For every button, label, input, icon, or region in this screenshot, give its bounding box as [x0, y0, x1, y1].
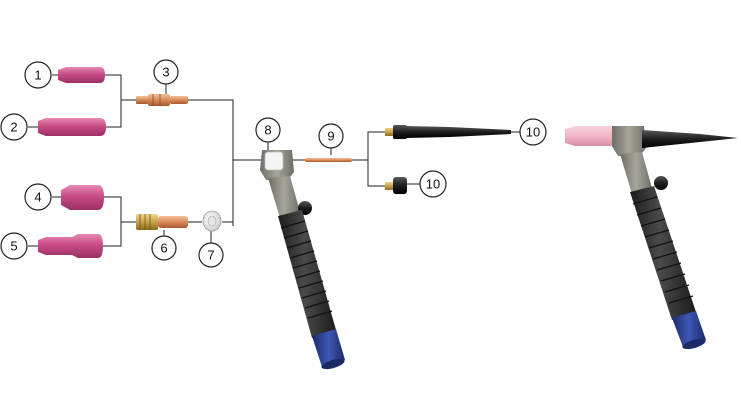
callout-8: 8: [255, 117, 281, 143]
svg-text:7: 7: [207, 248, 214, 263]
callout-6: 6: [151, 235, 177, 261]
svg-text:10: 10: [426, 177, 440, 192]
callout-5: 5: [0, 232, 28, 260]
svg-text:8: 8: [264, 123, 271, 138]
connector-lines: [28, 74, 521, 247]
callout-7: 7: [198, 242, 224, 268]
callout-9: 9: [318, 123, 344, 149]
electrode-part-9: [305, 158, 352, 162]
callout-10-long-cap: 10: [519, 118, 547, 146]
svg-text:4: 4: [34, 190, 41, 205]
callout-3: 3: [153, 59, 179, 85]
svg-text:3: 3: [162, 65, 169, 80]
short-back-cap-part-10: [385, 177, 407, 194]
svg-text:1: 1: [34, 68, 41, 83]
svg-text:5: 5: [10, 239, 17, 254]
nozzle-part-4: [61, 185, 104, 210]
nozzle-part-5: [38, 234, 103, 258]
svg-text:2: 2: [10, 120, 17, 135]
insulator-part-7: [202, 210, 222, 232]
nozzle-part-2: [38, 118, 106, 136]
callout-4: 4: [24, 183, 52, 211]
callout-1: 1: [24, 61, 52, 89]
callout-2: 2: [0, 113, 28, 141]
torch-body-part-8: [260, 150, 345, 370]
collet-body-part-3: [136, 94, 188, 106]
long-back-cap-part-10: [385, 125, 511, 139]
svg-text:10: 10: [526, 125, 540, 140]
svg-text:6: 6: [160, 241, 167, 256]
callout-10-short-cap: 10: [419, 170, 447, 198]
nozzle-part-1: [58, 67, 105, 83]
assembled-torch: [565, 126, 738, 350]
gas-lens-part-6: [136, 214, 188, 230]
svg-text:9: 9: [327, 129, 334, 144]
